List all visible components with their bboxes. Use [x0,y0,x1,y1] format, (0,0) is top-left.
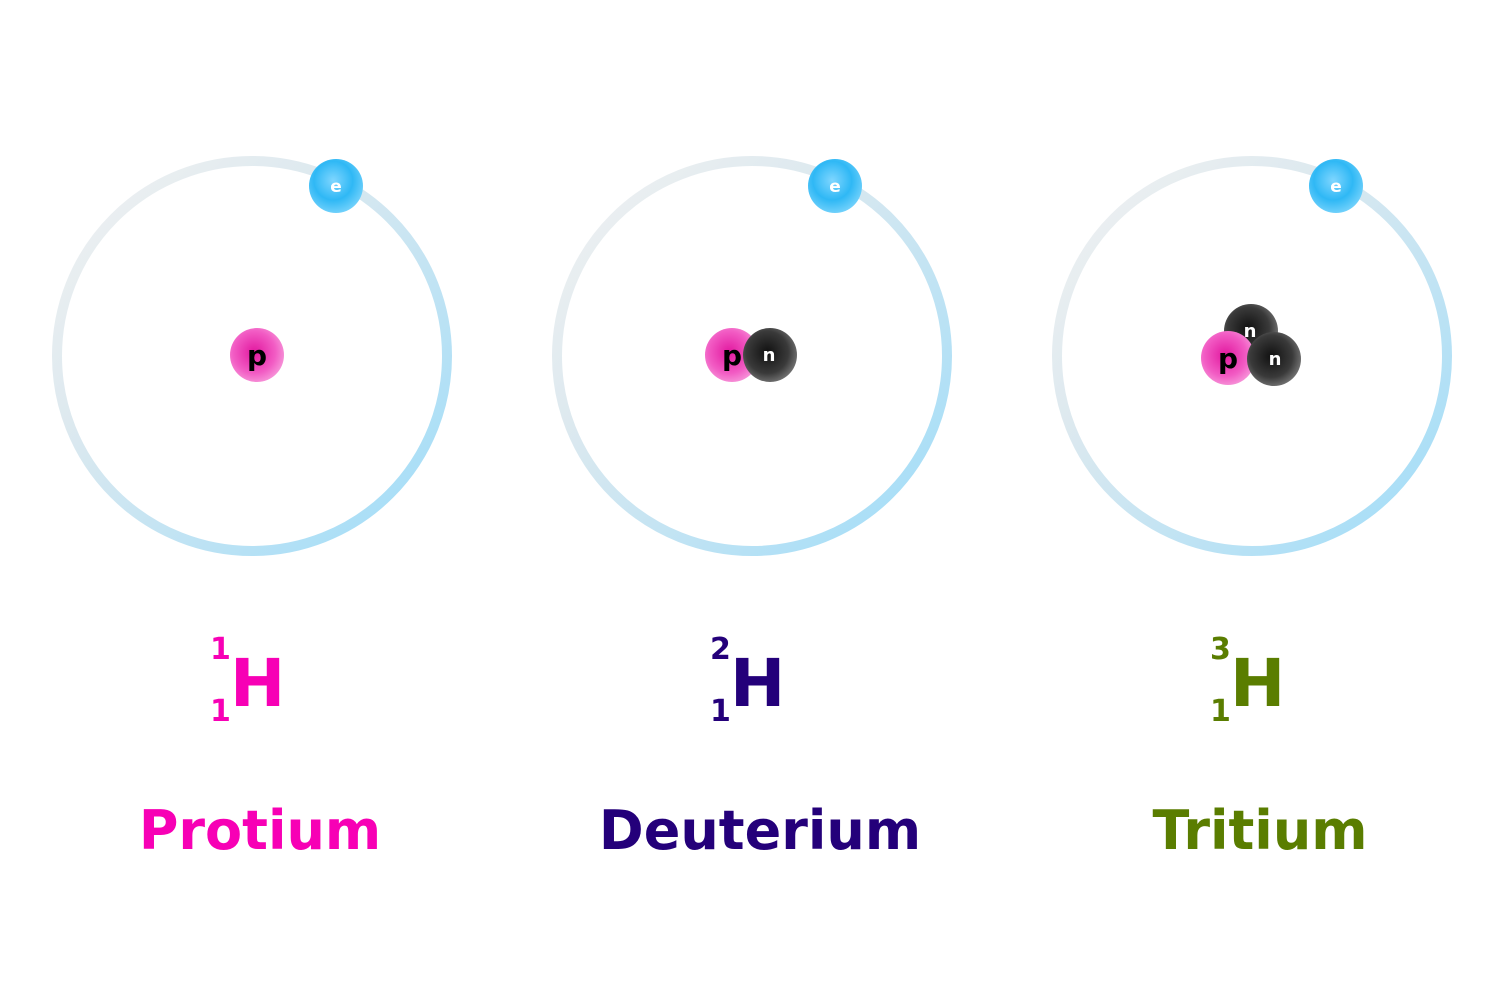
proton-label: p [247,339,267,372]
atomic-number: 1 [210,694,231,729]
isotope-notation-protium: 1 1 H [204,630,324,740]
neutron-label: n [1269,349,1282,370]
electron: e [808,159,862,213]
electron: e [1309,159,1363,213]
isotope-notation-deuterium: 2 1 H [704,630,824,740]
element-symbol: H [1230,645,1286,722]
electron-label: e [829,177,841,197]
isotope-notation-tritium: 3 1 H [1204,630,1324,740]
proton-label: p [1218,342,1238,375]
atom-protium: p e [52,156,452,556]
isotope-name-protium: Protium [138,799,382,862]
electron-orbit [552,156,952,556]
isotope-name-tritium: Tritium [1152,799,1368,862]
neutron-label: n [1244,321,1257,342]
mass-number: 3 [1210,632,1231,667]
mass-number: 2 [710,632,731,667]
atomic-number: 1 [710,694,731,729]
neutron: n [743,328,797,382]
atom-deuterium: p n e [552,156,952,556]
proton: p [1201,331,1255,385]
proton: p [230,328,284,382]
electron-orbit [1052,156,1452,556]
electron-label: e [1330,177,1342,197]
electron-orbit [52,156,452,556]
neutron-label: n [763,345,776,366]
proton: p [705,328,759,382]
electron: e [309,159,363,213]
element-symbol: H [230,645,286,722]
isotope-name-deuterium: Deuterium [598,799,922,862]
electron-label: e [330,177,342,197]
mass-number: 1 [210,632,231,667]
proton-label: p [722,339,742,372]
neutron: n [1247,332,1301,386]
atomic-number: 1 [1210,694,1231,729]
element-symbol: H [730,645,786,722]
atom-tritium: n p n e [1052,156,1452,556]
